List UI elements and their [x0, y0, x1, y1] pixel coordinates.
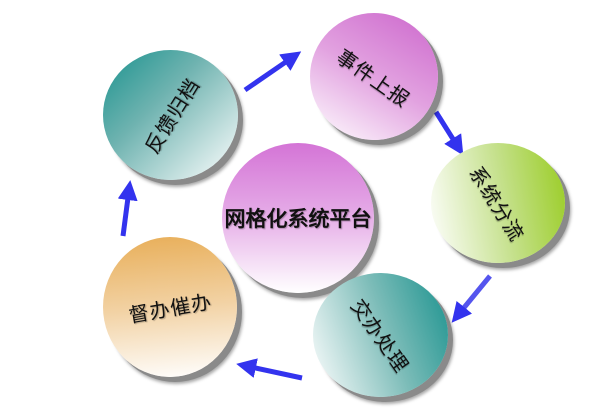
arrow-handle-to-supervise	[236, 358, 303, 381]
node-event-report: 事件上报	[310, 13, 438, 140]
arrow-report-to-dispatch	[433, 110, 464, 156]
node-system-dispatch: 系统分流	[431, 143, 565, 263]
node-supervise-urge: 督办催办	[103, 237, 237, 377]
node-supervise-urge-label: 督办催办	[126, 289, 214, 328]
node-feedback-archive: 反馈归档	[103, 50, 238, 180]
center-node-label: 网格化系统平台	[224, 207, 372, 231]
node-assign-handle-label: 交办处理	[345, 294, 414, 378]
arrow-dispatch-to-handle	[451, 274, 492, 323]
center-node-grid-platform: 网格化系统平台	[222, 143, 374, 293]
arrow-supervise-to-feedback	[117, 180, 138, 237]
node-assign-handle: 交办处理	[313, 273, 448, 397]
node-feedback-archive-label: 反馈归档	[139, 73, 205, 158]
node-system-dispatch-label: 系统分流	[464, 161, 530, 246]
node-event-report-label: 事件上报	[331, 43, 415, 112]
arrow-feedback-to-report	[243, 51, 302, 93]
